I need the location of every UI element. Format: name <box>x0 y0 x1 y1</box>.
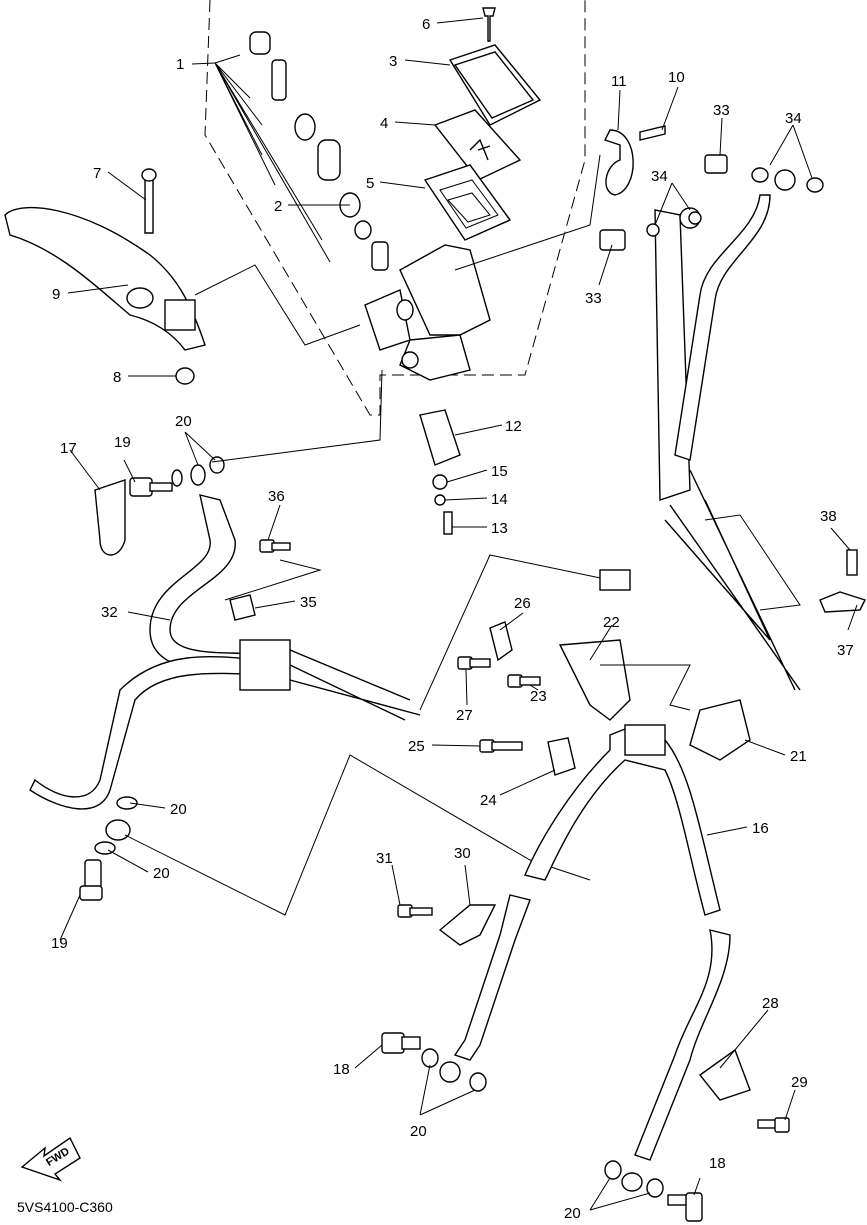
callout-17: 17 <box>60 440 77 457</box>
callout-37: 37 <box>837 642 854 659</box>
brake-switch <box>419 409 461 535</box>
bracket-35 <box>229 594 256 621</box>
callout-20b: 20 <box>170 801 187 818</box>
callout-13: 13 <box>491 520 508 537</box>
callout-20a: 20 <box>175 413 192 430</box>
callout-7: 7 <box>93 165 101 182</box>
callout-29: 29 <box>791 1074 808 1091</box>
reservoir-cap-parts <box>423 7 542 241</box>
callout-20d: 20 <box>410 1123 427 1140</box>
fwd-arrow-icon: FWD <box>20 1136 81 1182</box>
callout-34a: 34 <box>651 168 668 185</box>
callout-22: 22 <box>603 614 620 631</box>
callout-6: 6 <box>422 16 430 33</box>
lower-brake-hoses <box>439 724 731 1192</box>
route-line <box>224 559 322 601</box>
callout-11: 11 <box>611 73 627 90</box>
callout-10: 10 <box>668 69 685 86</box>
callout-4: 4 <box>380 115 388 132</box>
hose-clamp-37 <box>819 549 866 613</box>
callout-21: 21 <box>790 748 807 765</box>
callout-26: 26 <box>514 595 531 612</box>
callout-36: 36 <box>268 488 285 505</box>
callout-labels: 1 2 3 4 5 6 7 8 9 10 11 12 13 14 15 16 1… <box>51 16 854 1222</box>
callout-25: 25 <box>408 738 425 755</box>
callout-2: 2 <box>274 198 282 215</box>
brake-lever <box>4 168 361 385</box>
callout-24: 24 <box>480 792 497 809</box>
route-line <box>211 369 383 463</box>
callout-33b: 33 <box>713 102 730 119</box>
hose-clip-30 <box>397 904 497 946</box>
callout-19a: 19 <box>114 434 131 451</box>
callout-15: 15 <box>491 463 508 480</box>
callout-31: 31 <box>376 850 393 867</box>
handlebar-clamp <box>604 125 666 196</box>
callout-16: 16 <box>752 820 769 837</box>
callout-1: 1 <box>176 56 184 73</box>
callout-34b: 34 <box>785 110 802 127</box>
callout-28: 28 <box>762 995 779 1012</box>
callout-20e: 20 <box>564 1205 581 1222</box>
main-brake-hose <box>29 494 631 841</box>
callout-23: 23 <box>530 688 547 705</box>
callout-14: 14 <box>491 491 508 508</box>
callout-5: 5 <box>366 175 374 192</box>
callout-18a: 18 <box>333 1061 350 1078</box>
callout-35: 35 <box>300 594 317 611</box>
callout-12: 12 <box>505 418 522 435</box>
route-line <box>124 754 591 916</box>
master-cylinder-kit <box>214 31 389 271</box>
callout-18b: 18 <box>709 1155 726 1172</box>
leader-lines <box>59 17 858 1211</box>
hose-bracket-28 <box>698 1048 790 1133</box>
master-cylinder-body <box>364 244 491 381</box>
diagram-code: 5VS4100-C360 <box>17 1199 113 1215</box>
callout-38: 38 <box>820 508 837 525</box>
callout-20c: 20 <box>153 865 170 882</box>
upper-brake-hoses <box>599 154 824 691</box>
joint-bracket-assembly <box>457 621 751 776</box>
callout-33a: 33 <box>585 290 602 307</box>
banjo-fittings-lower <box>381 1032 703 1222</box>
callout-3: 3 <box>389 53 397 70</box>
callout-9: 9 <box>52 286 60 303</box>
callout-30: 30 <box>454 845 471 862</box>
callout-19b: 19 <box>51 935 68 952</box>
banjo-fittings-lower-left <box>79 796 138 901</box>
callout-27: 27 <box>456 707 473 724</box>
master-cylinder-group-boundary <box>204 0 586 416</box>
bolt-36 <box>259 539 291 553</box>
callout-32: 32 <box>101 604 118 621</box>
callout-8: 8 <box>113 369 121 386</box>
